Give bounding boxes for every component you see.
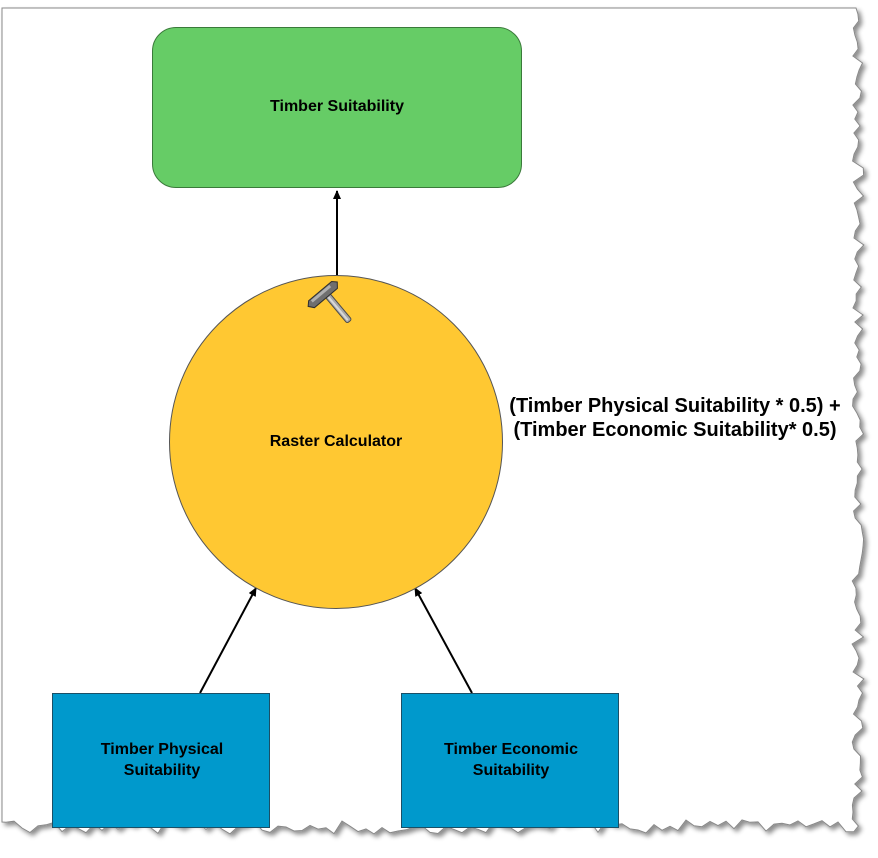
tool-node-raster-calculator[interactable]: Raster Calculator xyxy=(169,275,503,609)
tool-node-label: Raster Calculator xyxy=(269,432,403,450)
input-node-label: Timber Physical Suitability xyxy=(100,740,224,779)
output-node-label: Timber Suitability xyxy=(270,98,404,116)
connector-economic-to-calculator xyxy=(414,587,473,694)
input-node-timber-economic-suitability[interactable]: Timber Economic Suitability xyxy=(401,693,619,828)
input-node-timber-physical-suitability[interactable]: Timber Physical Suitability xyxy=(52,693,270,828)
hammer-icon xyxy=(307,280,352,323)
output-node-timber-suitability[interactable]: Timber Suitability xyxy=(152,27,522,188)
input-node-label: Timber Economic Suitability xyxy=(444,740,578,779)
connector-physical-to-calculator xyxy=(199,587,257,694)
expression-annotation: (Timber Physical Suitability * 0.5) + (T… xyxy=(509,395,841,441)
